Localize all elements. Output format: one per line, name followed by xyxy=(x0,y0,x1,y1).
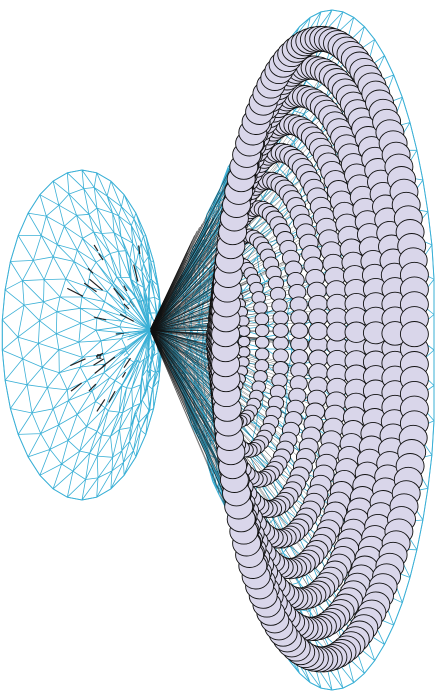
ring-bead xyxy=(254,359,270,373)
ring-bead xyxy=(272,335,289,351)
fan-line xyxy=(149,217,214,331)
ring-bead xyxy=(272,323,289,338)
left-stroke xyxy=(70,382,82,392)
throat-spike xyxy=(120,307,151,331)
left-stroke xyxy=(98,253,104,261)
left-stroke xyxy=(95,352,104,358)
left-stroke xyxy=(102,356,116,367)
ring-bead xyxy=(254,312,270,326)
fan-line xyxy=(149,221,223,331)
fan-line xyxy=(149,218,212,331)
throat-spike xyxy=(144,329,151,349)
ring-bead xyxy=(237,335,251,348)
fan-line xyxy=(149,226,229,331)
left-stroke xyxy=(89,278,103,291)
throat-spike xyxy=(119,329,151,354)
fan-line xyxy=(149,219,220,331)
left-cone-detail xyxy=(67,244,151,412)
left-stroke xyxy=(93,316,107,321)
ring-bead xyxy=(254,323,270,338)
ring-bead xyxy=(290,322,309,339)
torus-rings xyxy=(205,25,429,673)
throat-spike xyxy=(123,296,151,331)
left-stroke xyxy=(67,287,84,297)
ring-11 xyxy=(211,25,429,673)
throat-spike xyxy=(134,328,151,331)
left-stroke xyxy=(93,244,99,252)
left-stroke xyxy=(119,313,134,322)
left-stroke xyxy=(96,399,106,412)
ring-bead xyxy=(272,348,289,364)
ring-bead xyxy=(272,310,289,326)
throat-spike xyxy=(136,285,151,331)
left-stroke xyxy=(138,245,141,255)
ring-bead xyxy=(399,321,429,348)
ring-bead xyxy=(237,346,251,358)
left-stroke xyxy=(123,303,130,310)
throat-spike xyxy=(133,304,151,331)
left-stroke xyxy=(133,264,139,282)
left-stroke xyxy=(87,267,94,274)
left-stroke xyxy=(121,371,127,378)
left-stroke xyxy=(70,358,86,367)
fan-line xyxy=(149,218,217,331)
left-stroke xyxy=(113,287,125,301)
fan-line xyxy=(149,223,226,331)
ring-bead xyxy=(254,347,270,361)
left-stroke xyxy=(108,390,116,403)
throat-spike xyxy=(138,299,151,331)
left-stroke xyxy=(93,358,105,366)
ring-bead xyxy=(253,301,268,315)
left-stroke xyxy=(83,282,97,293)
left-mesh-edges xyxy=(1,169,163,501)
left-stroke xyxy=(88,383,97,392)
ring-bead xyxy=(326,321,349,342)
ring-bead xyxy=(254,335,270,349)
throat-spike xyxy=(121,329,151,337)
ring-bead xyxy=(308,322,329,341)
left-stroke xyxy=(123,357,131,369)
fan-line xyxy=(149,219,209,331)
left-stroke xyxy=(123,285,128,292)
throat-spike xyxy=(140,329,151,353)
throat-spike xyxy=(127,329,151,341)
left-cone-label: α xyxy=(96,352,102,362)
throat-spike xyxy=(123,329,151,356)
ring-bead xyxy=(271,298,288,314)
